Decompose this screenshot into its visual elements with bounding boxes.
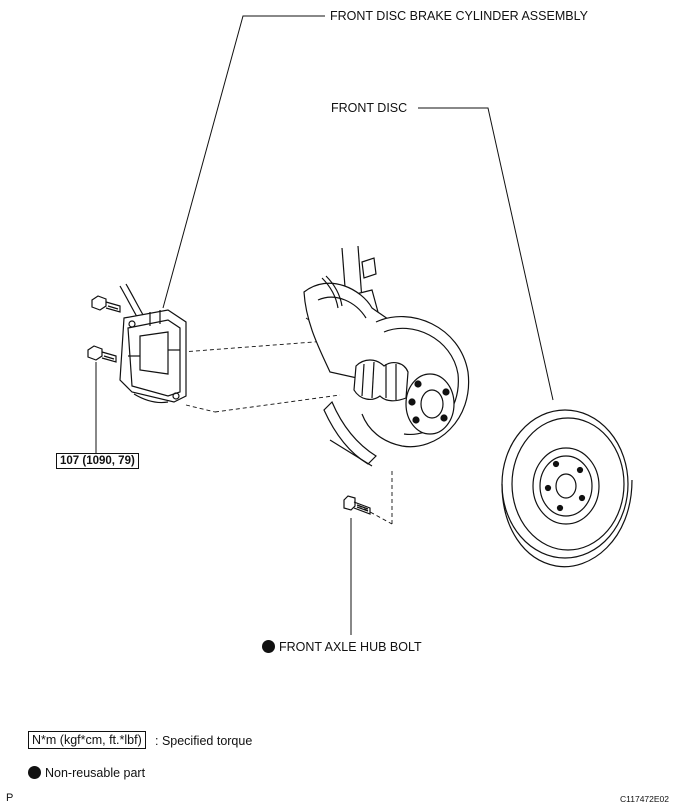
legend-dot-icon	[28, 766, 41, 779]
corner-mark: P	[6, 792, 14, 804]
leader-lines	[95, 15, 554, 635]
caliper-assembly	[119, 283, 187, 404]
disc-leader-line	[418, 107, 554, 401]
caliper-bolt-upper	[91, 295, 121, 313]
hub-bolt-label-row: FRONT AXLE HUB BOLT	[262, 640, 422, 654]
hub-bolt-label: FRONT AXLE HUB BOLT	[279, 640, 422, 654]
torque-spec-box: 107 (1090, 79)	[56, 453, 139, 469]
legend-nonreusable-desc: Non-reusable part	[45, 766, 146, 780]
nonreusable-dot-icon	[262, 640, 275, 653]
front-disc-label: FRONT DISC	[331, 101, 408, 115]
front-disc	[501, 409, 633, 568]
legend-nonreusable-row: Non-reusable part	[28, 766, 145, 780]
legend-torque-desc: : Specified torque	[155, 734, 253, 748]
hub-bolt	[343, 495, 371, 515]
caliper-leader-line	[162, 15, 325, 309]
legend-torque-units: N*m (kgf*cm, ft.*lbf)	[28, 731, 146, 749]
steering-knuckle	[303, 245, 470, 467]
figure-id: C117472E02	[620, 794, 669, 804]
caliper-label: FRONT DISC BRAKE CYLINDER ASSEMBLY	[330, 9, 588, 23]
caliper-bolt-lower	[87, 345, 117, 363]
